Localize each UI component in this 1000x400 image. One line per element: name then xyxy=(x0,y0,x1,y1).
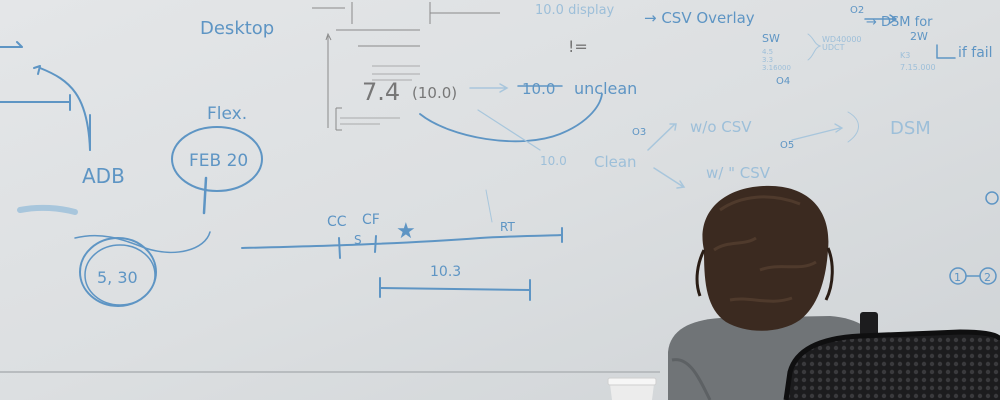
circle-2 xyxy=(979,267,997,285)
circle-5-30 xyxy=(79,237,157,307)
svg-text:4.5: 4.5 xyxy=(762,48,773,56)
flex-label: Flex. xyxy=(207,104,247,124)
svg-text:3.3: 3.3 xyxy=(762,56,773,64)
svg-text:UDCT: UDCT xyxy=(822,43,845,52)
svg-text:WD40000: WD40000 xyxy=(822,35,862,44)
o4-label: O4 xyxy=(776,76,790,87)
circle-2-label: 2 xyxy=(984,271,991,284)
s-label: S xyxy=(354,233,362,247)
value-7-4: 7.4 xyxy=(362,78,400,106)
chair-back xyxy=(786,332,1000,400)
cf-label: CF xyxy=(362,212,380,228)
adb-label: ADB xyxy=(82,164,125,188)
svg-text:7.15.000: 7.15.000 xyxy=(900,63,936,72)
hair xyxy=(702,185,829,331)
desktop-label: Desktop xyxy=(200,18,274,39)
unclean-label: unclean xyxy=(574,79,637,98)
o5-label: O5 xyxy=(780,140,794,151)
w-o-csv-label: w/o CSV xyxy=(690,118,752,136)
circle-1-label: 1 xyxy=(954,271,961,284)
unclean-prefix: 10.0 xyxy=(522,80,555,98)
value-10-paren: (10.0) xyxy=(412,84,457,102)
2w-label: 2W xyxy=(910,30,928,43)
svg-text:10.0 display: 10.0 display xyxy=(535,3,615,18)
feb20-label: FEB 20 xyxy=(189,151,248,171)
coffee-cup xyxy=(607,377,657,400)
cc-label: CC xyxy=(327,214,347,230)
mesh-chair xyxy=(783,312,1000,400)
dsm-for-label: → DSM for xyxy=(866,15,933,30)
svg-text:K3: K3 xyxy=(900,51,910,60)
clean-label: Clean xyxy=(594,153,637,171)
span-value-label: 10.3 xyxy=(430,264,461,280)
faint-notes xyxy=(312,2,500,131)
left-arrows xyxy=(0,41,91,151)
span-line xyxy=(379,287,531,291)
dsm-label: DSM xyxy=(890,118,931,139)
if-fail-label: if fail xyxy=(958,45,993,61)
sw-label: SW xyxy=(762,32,780,45)
clean-prefix: 10.0 xyxy=(540,154,567,168)
o3-label: O3 xyxy=(632,127,646,138)
feb20-circle xyxy=(171,126,263,192)
o2-label: O2 xyxy=(850,5,864,16)
timeline-line xyxy=(241,234,563,249)
not-equal-label: != xyxy=(568,37,588,56)
star-mark: ★ xyxy=(396,219,416,244)
svg-text:3.16000: 3.16000 xyxy=(762,64,791,72)
csv-overlay-label: → CSV Overlay xyxy=(644,9,755,27)
w-csv-label: w/ " CSV xyxy=(706,164,771,182)
circle-1-top xyxy=(985,191,999,205)
rt-label: RT xyxy=(500,220,515,234)
circled-5-30-label: 5, 30 xyxy=(97,268,138,287)
